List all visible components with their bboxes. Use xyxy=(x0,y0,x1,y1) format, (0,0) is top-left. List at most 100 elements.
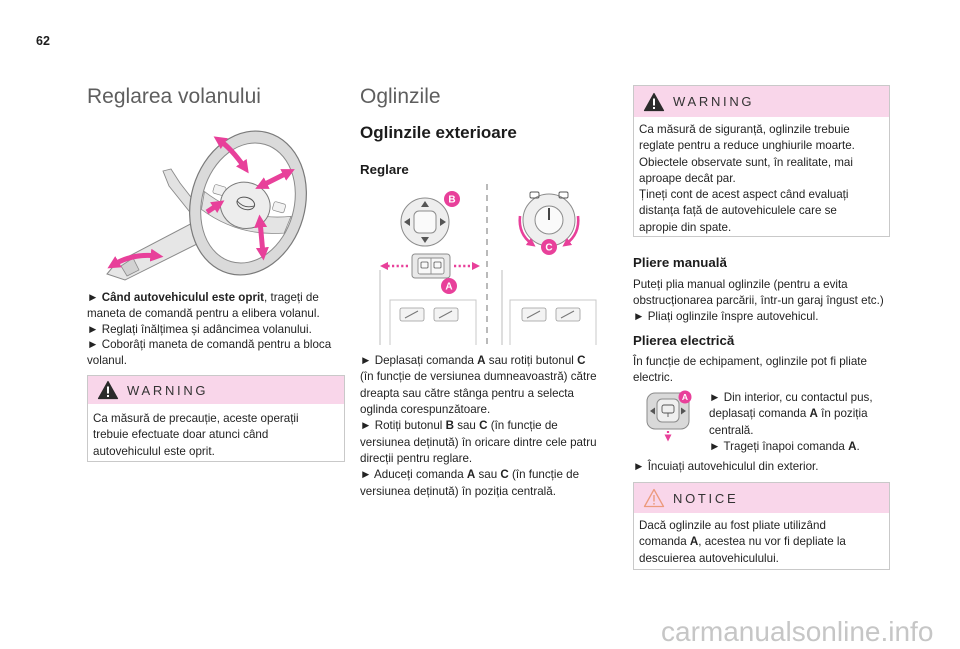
text-run: ► Aduceți comanda xyxy=(360,468,467,482)
bold-text: C xyxy=(500,468,509,482)
warning-text: Ca măsură de precauție, aceste operații t… xyxy=(88,404,344,460)
text-line: centrală. xyxy=(709,423,873,439)
notice-label: NOTICE xyxy=(673,490,739,506)
text-line: Puteți plia manual oglinzile (pentru a e… xyxy=(633,277,884,293)
text-line: aproape decât par. xyxy=(639,171,889,187)
page-number: 62 xyxy=(36,34,50,48)
adjustment-arrows xyxy=(107,136,295,269)
text-line: reglate pentru a reduce unghiurile moart… xyxy=(639,138,889,154)
text-line: ► Rotiți butonul B sau C (în funcție de xyxy=(360,418,597,434)
text-run: apropie din spate. xyxy=(639,220,732,234)
bold-text: A xyxy=(809,407,818,421)
steering-wheel-illustration xyxy=(106,130,307,281)
text-line: autovehiculul este oprit. xyxy=(93,444,344,460)
svg-text:A: A xyxy=(682,392,688,402)
bold-text: Când autovehiculul este oprit xyxy=(101,291,265,304)
text-line: ► Trageți înapoi comanda A. xyxy=(709,439,873,455)
text-run: ► Din interior, cu contactul pus, xyxy=(709,391,873,404)
warning-triangle-icon xyxy=(643,92,665,111)
text-run: ► Rotiți butonul xyxy=(360,419,446,433)
text-line: dreapta sau către stânga pentru a select… xyxy=(360,386,597,402)
watermark: carmanualsonline.info xyxy=(661,616,934,647)
bold-text: A xyxy=(848,439,857,453)
text-run: ► xyxy=(87,291,102,304)
folding-control-illustration: A xyxy=(646,390,692,442)
text-run: , trageți de xyxy=(264,291,319,304)
text-line: ► Încuiați autovehiculul din exterior. xyxy=(633,459,818,475)
text-line: Ca măsură de siguranță, oglinzile trebui… xyxy=(639,122,889,138)
svg-text:B: B xyxy=(448,195,455,206)
bold-text: C xyxy=(577,354,586,367)
text-line: volanul. xyxy=(87,353,331,369)
text-line: versiunea deținută) în poziția centrală. xyxy=(360,484,597,500)
text-line: ► Deplasați comanda A sau rotiți butonul… xyxy=(360,353,597,369)
warning-header: WARNING xyxy=(88,376,344,404)
warning-label: WARNING xyxy=(127,382,209,398)
text-run: (în funcție de xyxy=(487,419,558,433)
text-line: comanda A, acestea nu vor fi depliate la xyxy=(639,534,889,550)
text-run: autovehiculul este oprit. xyxy=(93,444,215,458)
manual-folding-text: Puteți plia manual oglinzile (pentru a e… xyxy=(633,277,884,325)
text-line: maneta de comandă pentru a elibera volan… xyxy=(87,306,331,322)
warning-label: WARNING xyxy=(673,94,755,109)
text-line: Ca măsură de precauție, aceste operații xyxy=(93,411,344,427)
rotary-knob-c xyxy=(522,191,576,247)
mirror-selector-a xyxy=(411,253,451,279)
bold-text: C xyxy=(479,419,488,433)
text-run: versiunea deținută) în oricare dintre ce… xyxy=(360,435,597,449)
steering-wheel xyxy=(189,130,307,276)
joystick-control-b xyxy=(400,197,450,247)
text-run: ► Deplasați comanda xyxy=(360,354,478,367)
text-run: distanța față de autovehiculele care se xyxy=(639,204,837,218)
bold-text: A xyxy=(689,535,699,549)
text-line: direcții pentru reglare. xyxy=(360,451,597,467)
door-panel-left xyxy=(379,270,477,345)
text-run: În funcție de echipament, oglinzile pot … xyxy=(633,355,867,368)
text-run: obstrucționarea parcării, într-un garaj … xyxy=(633,294,884,307)
label-badge-c: C xyxy=(541,239,557,255)
mirror-adjustment-instructions: ► Deplasați comanda A sau rotiți butonul… xyxy=(360,353,597,500)
label-badge-b: B xyxy=(444,191,460,207)
svg-text:C: C xyxy=(545,243,552,254)
section-title-steering: Reglarea volanului xyxy=(87,85,261,108)
text-run: Țineți cont de acest aspect când evaluaț… xyxy=(639,188,849,202)
text-run: oglinda corespunzătoare. xyxy=(360,403,491,417)
warning-triangle-icon xyxy=(97,380,119,400)
heading-electric-folding: Plierea electrică xyxy=(633,332,735,348)
text-run: ► Încuiați autovehiculul din exterior. xyxy=(633,460,819,473)
text-line: versiunea deținută) în oricare dintre ce… xyxy=(360,435,597,451)
text-run: trebuie efectuate doar atunci când xyxy=(93,428,269,442)
heading-adjustment: Reglare xyxy=(360,162,409,177)
bold-text: A xyxy=(466,468,476,482)
mirror-controls-illustration: B A xyxy=(379,184,597,345)
text-run: Ca măsură de siguranță, oglinzile trebui… xyxy=(639,123,850,136)
text-run: direcții pentru reglare. xyxy=(360,452,473,466)
text-line: deplasați comanda A în poziția xyxy=(709,406,873,422)
text-line: ► Pliați oglinzile înspre autovehicul. xyxy=(633,309,884,325)
text-line: Țineți cont de acest aspect când evaluaț… xyxy=(639,187,889,203)
text-line: ► Reglați înălțimea și adâncimea volanul… xyxy=(87,322,331,338)
steering-warning-box: WARNING Ca măsură de precauție, aceste o… xyxy=(87,375,345,462)
text-line: În funcție de echipament, oglinzile pot … xyxy=(633,354,867,370)
folding-switch xyxy=(646,392,690,430)
warning-header: WARNING xyxy=(634,86,889,117)
label-badge-a: A xyxy=(441,278,457,294)
text-line: Obiectele observate sunt, în realitate, … xyxy=(639,155,889,171)
text-line: Dacă oglinzile au fost pliate utilizând xyxy=(639,518,889,534)
notice-box: NOTICE Dacă oglinzile au fost pliate uti… xyxy=(633,482,890,570)
text-run: ► Pliați oglinzile înspre autovehicul. xyxy=(633,310,819,323)
electric-folding-steps: ► Din interior, cu contactul pus, deplasa… xyxy=(709,390,873,455)
rotation-arrows xyxy=(518,215,580,247)
text-run: în poziția xyxy=(817,407,868,421)
text-run: sau rotiți butonul xyxy=(485,354,578,367)
text-run: (în funcție de versiunea dumneavoastră) … xyxy=(360,370,597,384)
steering-instructions: ► Când autovehiculul este oprit, trageți… xyxy=(87,290,331,369)
text-run: Ca măsură de precauție, aceste operații xyxy=(93,412,299,425)
text-run: comanda xyxy=(639,535,690,549)
svg-text:A: A xyxy=(445,282,452,293)
text-run: ► Coborâți maneta de comandă pentru a bl… xyxy=(87,338,332,352)
text-run: reglate pentru a reduce unghiurile moart… xyxy=(639,139,855,153)
text-run: aproape decât par. xyxy=(639,171,736,185)
